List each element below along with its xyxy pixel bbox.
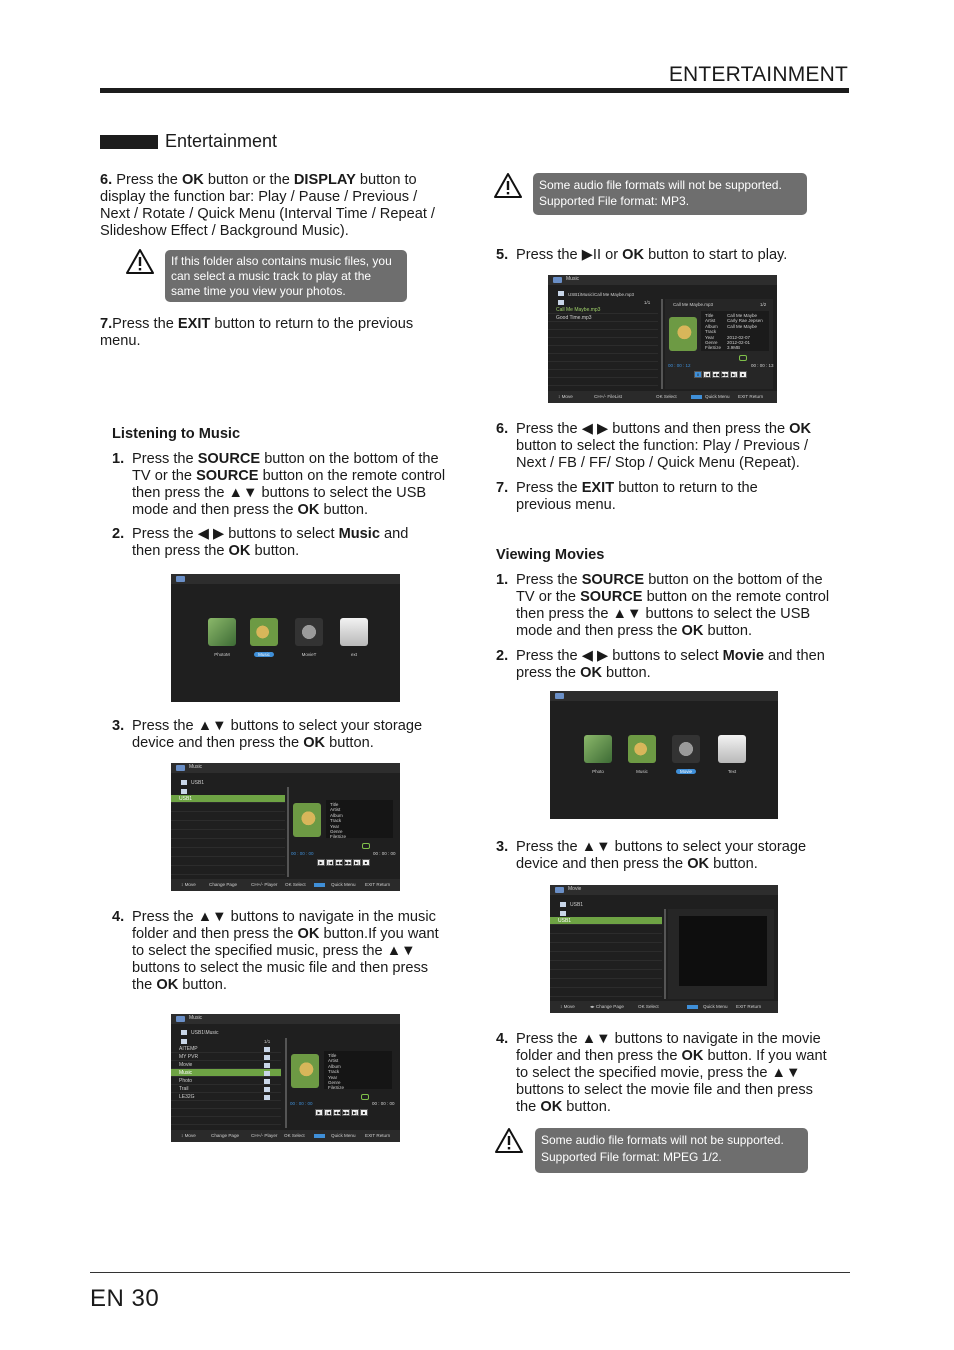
section-marker [100,135,158,149]
screen-usb-home-music: PhotoM Music MovieT ext [171,574,400,702]
movies-heading: Viewing Movies [496,547,605,563]
movie-note: Some audio file formats will not be supp… [535,1128,808,1173]
screen-movie-device: Movie USB1 USB1 ↕ Move ◂▸ Change Page OK… [550,885,778,1013]
footer-rule [90,1272,850,1273]
step-number: 6. [100,172,113,188]
screen-music-folders: Music USB1\Music 1/1 AITEMP MY PVR Movie… [171,1014,400,1142]
header-title: ENTERTAINMENT [668,63,848,86]
movie-icon: MovieT [292,618,326,657]
screen-music-playing: Music USB1\Music\Call Me Maybe.mp3 1/1 C… [548,275,777,403]
music-icon: Music [247,618,281,657]
music-heading: Listening to Music [112,426,241,442]
photo-step-7: 7.Press the EXIT button to return to the… [100,316,414,349]
section-title: Entertainment [165,131,278,151]
movie-preview [679,916,767,986]
music-note: Some audio file formats will not be supp… [533,173,807,215]
screen-usb-home-movie: Photo Music Movie Text [550,691,778,819]
text-icon: ext [337,618,371,657]
music-art [293,803,321,837]
photo-step-6: 6. Press the OK button or the DISPLAY bu… [100,172,435,239]
header-rule [100,88,849,93]
photo-note: If this folder also contains music files… [165,250,407,302]
page-number: EN 30 [90,1285,160,1312]
photo-icon: PhotoM [205,618,239,657]
